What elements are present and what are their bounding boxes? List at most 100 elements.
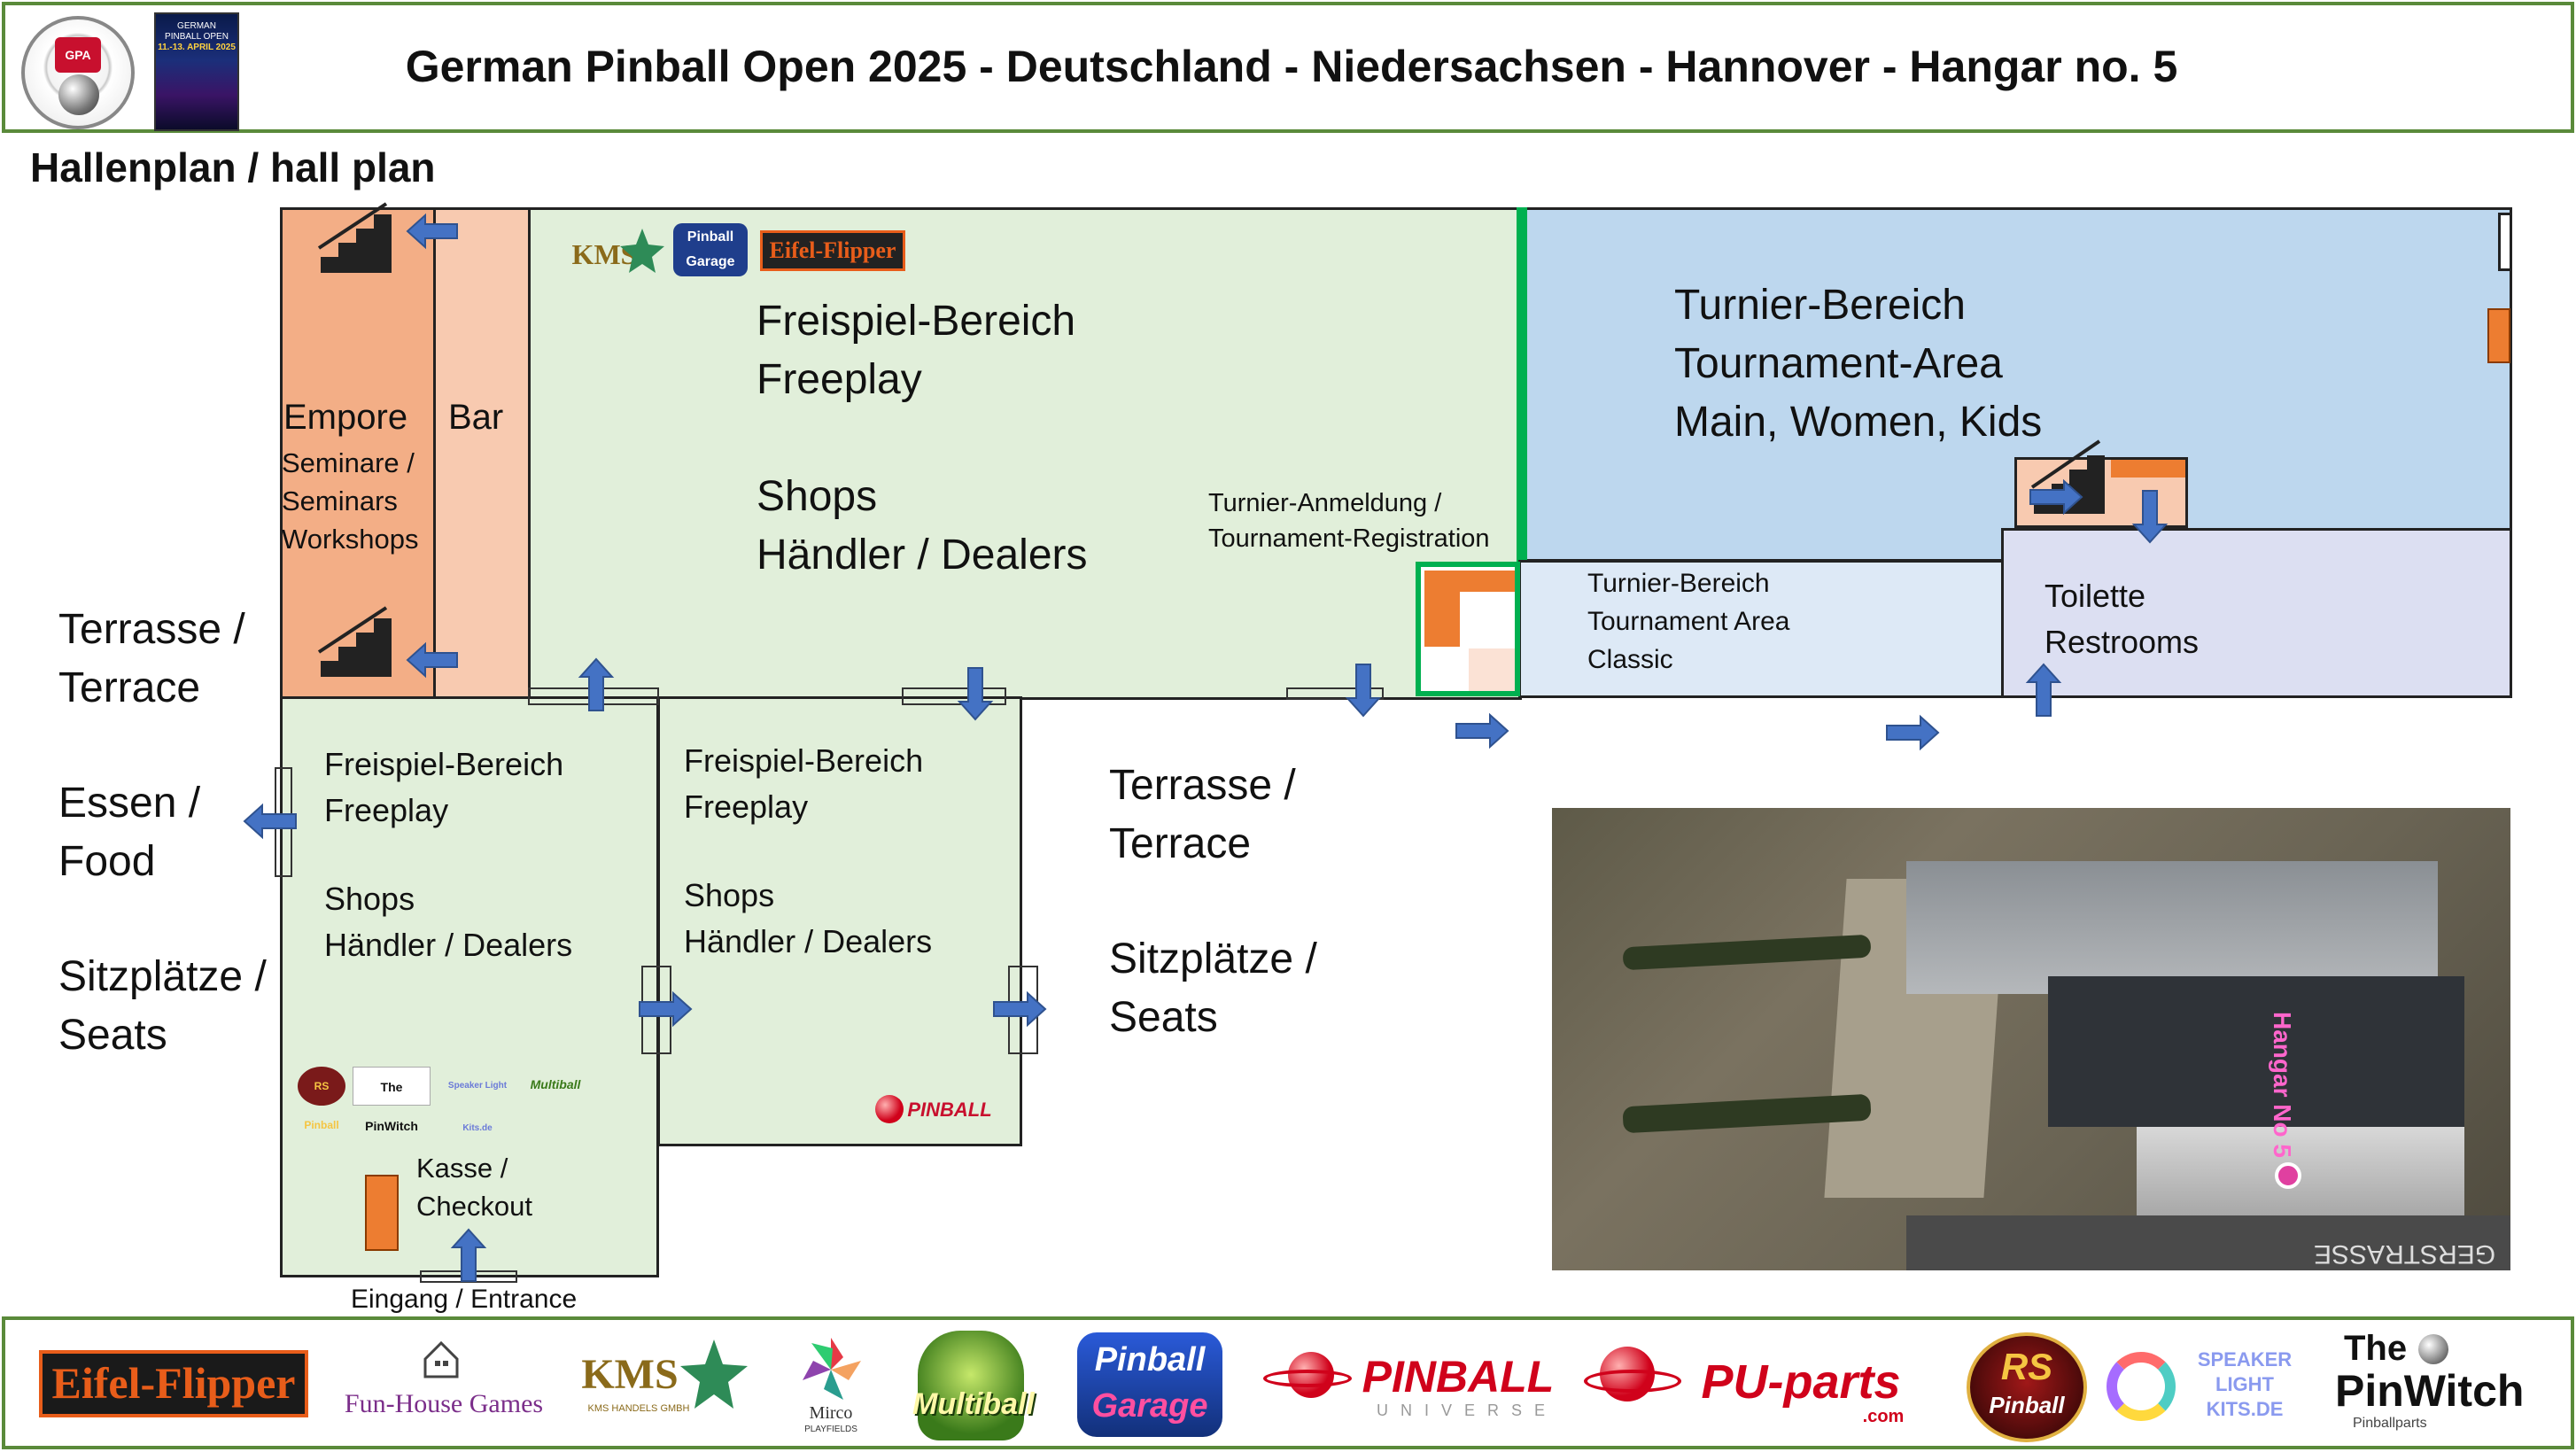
tournament-classic-room — [1518, 560, 2004, 698]
checkout-line-2: Checkout — [416, 1191, 532, 1222]
multiball-small-logo: Multiball — [530, 1077, 581, 1091]
freeplay-main-line-2: Freeplay — [757, 356, 922, 403]
speaker-light-line-1: SPEAKER — [2197, 1348, 2293, 1370]
info-booth — [1416, 562, 1520, 696]
pu-parts-logo: PU-parts — [1701, 1355, 1901, 1409]
stairs-icon — [317, 606, 392, 677]
seats-right-line-1: Sitzplätze / — [1109, 936, 1317, 982]
street — [1906, 1215, 2510, 1270]
entrance-label: Eingang / Entrance — [351, 1285, 578, 1314]
restrooms-line-1: Toilette — [2045, 578, 2146, 614]
speaker-light-ring-icon — [2107, 1352, 2176, 1421]
gpa-logo-text: GPA — [55, 37, 101, 73]
door — [902, 687, 1006, 705]
freeplay-main-line-1: Freispiel-Bereich — [757, 298, 1076, 345]
house-icon — [423, 1340, 459, 1378]
rs-pinball-sub: Pinball — [1989, 1392, 2065, 1418]
arrow-right-icon — [993, 990, 1047, 1028]
tournament-classic-line-1: Turnier-Bereich — [1587, 569, 1770, 598]
street-label: GERSTRASSE — [2314, 1239, 2496, 1269]
arrow-down-icon — [2131, 490, 2169, 544]
star-icon — [620, 229, 664, 273]
pinball-garage-logo-line-2: Garage — [1091, 1387, 1208, 1425]
header-banner: GPA GERMAN PINBALL OPEN 11.-13. APRIL 20… — [2, 2, 2574, 133]
gpa-logo: GPA — [21, 16, 135, 129]
pinwitch-small-logo: The PinWitch — [353, 1067, 431, 1133]
bar-title: Bar — [448, 398, 504, 437]
fun-house-games-logo: Fun-House Games — [344, 1389, 544, 1418]
multiball-badge — [918, 1331, 1024, 1440]
checkout-counter — [365, 1175, 399, 1251]
pu-parts-sub: .com — [1862, 1407, 1905, 1426]
freeplay-mid-line-5: Händler / Dealers — [684, 923, 933, 959]
pinball-universe-logo: PINBALL — [1362, 1352, 1555, 1402]
door-marker — [2498, 213, 2512, 271]
bar-room — [433, 207, 531, 700]
food-line-2: Food — [58, 838, 156, 885]
freeplay-left-line-1: Freispiel-Bereich — [324, 746, 564, 782]
pinwitch-sub: Pinballparts — [2353, 1416, 2427, 1431]
page-title: German Pinball Open 2025 - Deutschland -… — [405, 42, 2178, 91]
mirco-sub: PLAYFIELDS — [804, 1425, 857, 1434]
event-poster: GERMAN PINBALL OPEN 11.-13. APRIL 2025 — [154, 12, 239, 131]
sponsor-footer: Eifel-Flipper Fun-House Games KMS KMS HA… — [2, 1316, 2574, 1449]
hall-plan-title: Hallenplan / hall plan — [30, 144, 436, 190]
terrace-left-line-1: Terrasse / — [58, 606, 245, 653]
empore-line-2: Seminars — [282, 485, 398, 516]
freeplay-mid-line-4: Shops — [684, 877, 775, 913]
rs-pinball-badge — [1967, 1332, 2087, 1442]
seats-right-line-2: Seats — [1109, 994, 1218, 1041]
satellite-map: Hangar No 5 GERSTRASSE — [1552, 808, 2510, 1270]
pinwitch-logo-line-2: PinWitch — [2335, 1366, 2525, 1416]
building-roof — [1906, 861, 2438, 994]
freeplay-mid-line-2: Freeplay — [684, 788, 809, 825]
empore-line-1: Seminare / — [282, 447, 415, 478]
poster-line-1: GERMAN — [177, 21, 216, 31]
hangar-label: Hangar No 5 — [2269, 1012, 2296, 1158]
tournament-classic-line-3: Classic — [1587, 645, 1673, 674]
tournament-main-line-1: Turnier-Bereich — [1674, 282, 1966, 329]
tournament-classic-line-2: Tournament Area — [1587, 607, 1790, 636]
pinball-ball-icon — [875, 1095, 904, 1123]
pinball-universe-sub: UNIVERSE — [1376, 1402, 1558, 1419]
freeplay-left-line-5: Händler / Dealers — [324, 927, 573, 963]
food-line-1: Essen / — [58, 780, 201, 827]
eifel-flipper-small-logo: Eifel-Flipper — [760, 230, 905, 271]
star-icon — [680, 1339, 748, 1409]
building-shadow — [2048, 976, 2464, 1127]
orbit-ring — [1263, 1370, 1352, 1387]
green-divider — [1517, 207, 1527, 562]
arrow-left-icon — [406, 213, 458, 250]
freeplay-main-line-5: Händler / Dealers — [757, 532, 1088, 578]
freeplay-main-room — [528, 207, 1522, 700]
pinball-garage-small-logo: Pinball Garage — [673, 223, 748, 276]
arrow-right-icon — [639, 990, 693, 1028]
speaker-light-line-2: LIGHT — [2215, 1373, 2274, 1395]
pinball-ball-icon — [2418, 1334, 2448, 1364]
terrace-right-line-1: Terrasse / — [1109, 762, 1296, 809]
seats-left-line-2: Seats — [58, 1012, 167, 1059]
arrow-up-icon — [2025, 663, 2062, 717]
rs-pinball-small-logo: RS Pinball — [298, 1067, 345, 1131]
pinball-garage-logo-line-1: Pinball — [1094, 1341, 1206, 1378]
orbit-ring — [1584, 1370, 1681, 1393]
registration-line-2: Tournament-Registration — [1208, 524, 1490, 553]
arrow-left-icon — [243, 803, 297, 840]
door — [1286, 687, 1384, 700]
multiball-logo: Multiball — [912, 1387, 1035, 1421]
pinball-universe-small-logo: PINBALL — [907, 1099, 992, 1121]
pinball-garage-badge — [1077, 1332, 1222, 1437]
freeplay-left-line-2: Freeplay — [324, 792, 449, 828]
empore-line-3: Workshops — [282, 524, 419, 555]
arrow-down-icon — [1345, 664, 1382, 718]
arrow-up-icon — [578, 657, 615, 711]
poster-line-3: 11.-13. APRIL 2025 — [158, 43, 236, 52]
speaker-light-small-logo: Speaker Light Kits.de — [447, 1081, 508, 1133]
location-pin-icon — [2275, 1162, 2301, 1189]
freeplay-main-line-4: Shops — [757, 473, 878, 520]
pinball-icon — [58, 74, 99, 115]
terrace-left-line-2: Terrace — [58, 664, 201, 711]
freeplay-mid-room — [657, 696, 1022, 1146]
stairs-icon — [317, 202, 392, 273]
empore-title: Empore — [283, 398, 408, 437]
